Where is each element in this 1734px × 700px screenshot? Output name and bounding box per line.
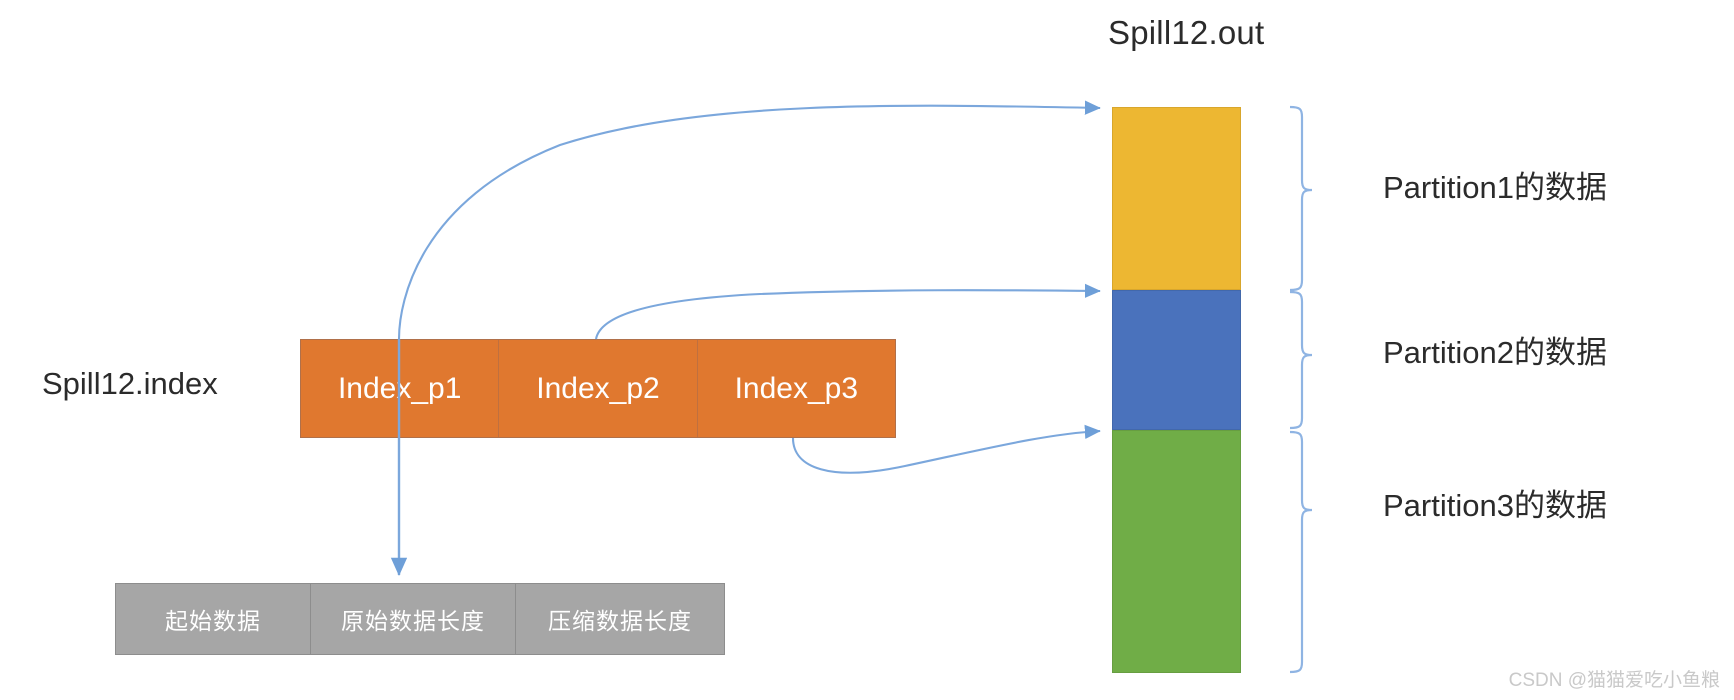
index-cell-p3[interactable]: Index_p3 <box>697 340 895 437</box>
bar-segment-partition2[interactable] <box>1112 290 1241 430</box>
detail-cell-compressed-length[interactable]: 压缩数据长度 <box>516 584 724 654</box>
spill-out-bar <box>1112 107 1241 673</box>
partition2-label: Partition2的数据 <box>1383 335 1607 370</box>
brace-partition1 <box>1289 105 1313 292</box>
partition1-label: Partition1的数据 <box>1383 170 1607 205</box>
index-record-strip: 起始数据 原始数据长度 压缩数据长度 <box>115 583 725 655</box>
brace-partition3 <box>1289 430 1313 674</box>
spill-index-label: Spill12.index <box>42 366 218 401</box>
brace-partition2 <box>1289 290 1313 430</box>
index-cell-p1[interactable]: Index_p1 <box>301 340 500 437</box>
bar-segment-partition1[interactable] <box>1112 107 1241 290</box>
arrow-index-p1-to-partition1 <box>397 100 1101 340</box>
bar-segment-partition3[interactable] <box>1112 430 1241 673</box>
detail-cell-start-offset[interactable]: 起始数据 <box>116 584 311 654</box>
csdn-watermark: CSDN @猫猫爱吃小鱼粮 <box>1508 670 1720 691</box>
arrow-index-p2-to-partition2 <box>594 283 1101 340</box>
detail-cell-raw-length[interactable]: 原始数据长度 <box>311 584 516 654</box>
partition3-label: Partition3的数据 <box>1383 488 1607 523</box>
index-cell-p2[interactable]: Index_p2 <box>499 340 698 437</box>
spill-out-title: Spill12.out <box>1108 14 1265 51</box>
index-strip: Index_p1 Index_p2 Index_p3 <box>300 339 896 438</box>
